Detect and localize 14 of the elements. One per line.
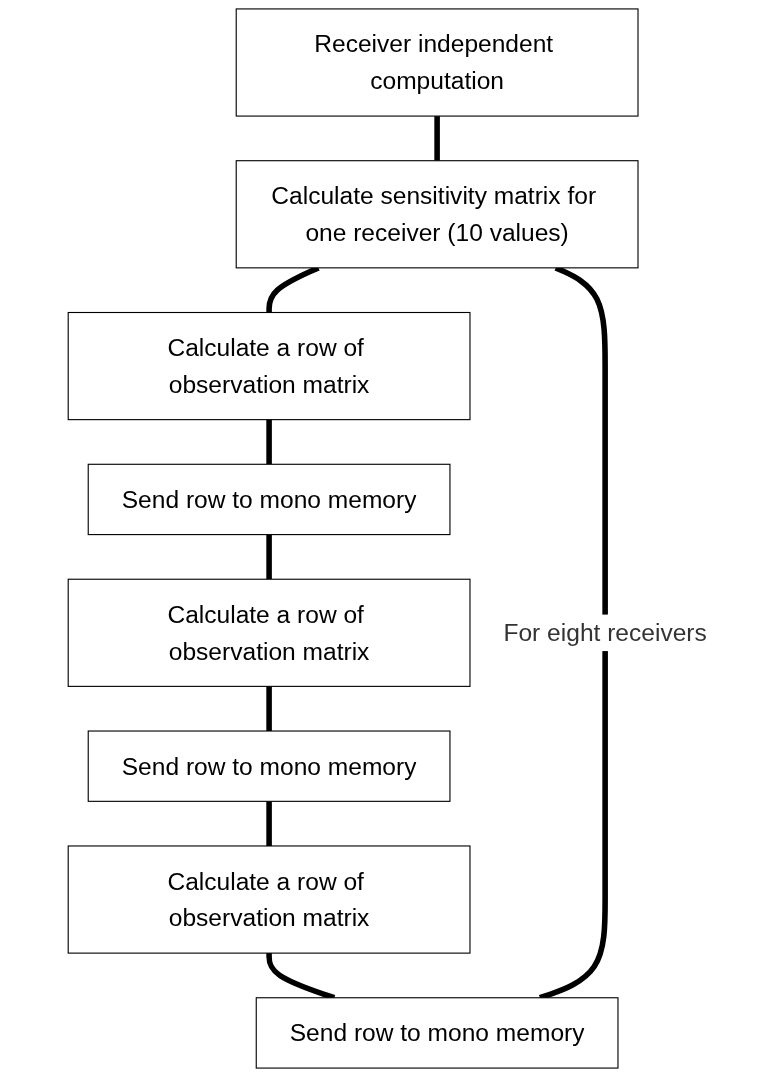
connector <box>266 801 272 846</box>
connector <box>266 534 272 580</box>
connector <box>434 116 440 161</box>
edge-label: For eight receivers <box>503 618 707 647</box>
node-box: Send row to mono memory <box>87 730 451 802</box>
connector <box>266 419 272 465</box>
node-box: Calculate a row of observation matrix <box>67 578 471 687</box>
connector <box>266 686 272 731</box>
node-box: Send row to mono memory <box>255 997 619 1069</box>
node-box: Calculate sensitivity matrix for one receiver (10 values) <box>235 160 639 269</box>
node-box: Send row to mono memory <box>87 463 451 536</box>
node-box: Calculate a row of observation matrix <box>67 845 471 954</box>
node-box: Calculate a row of observation matrix <box>67 311 471 421</box>
node-box: Receiver independent computation <box>235 8 639 117</box>
